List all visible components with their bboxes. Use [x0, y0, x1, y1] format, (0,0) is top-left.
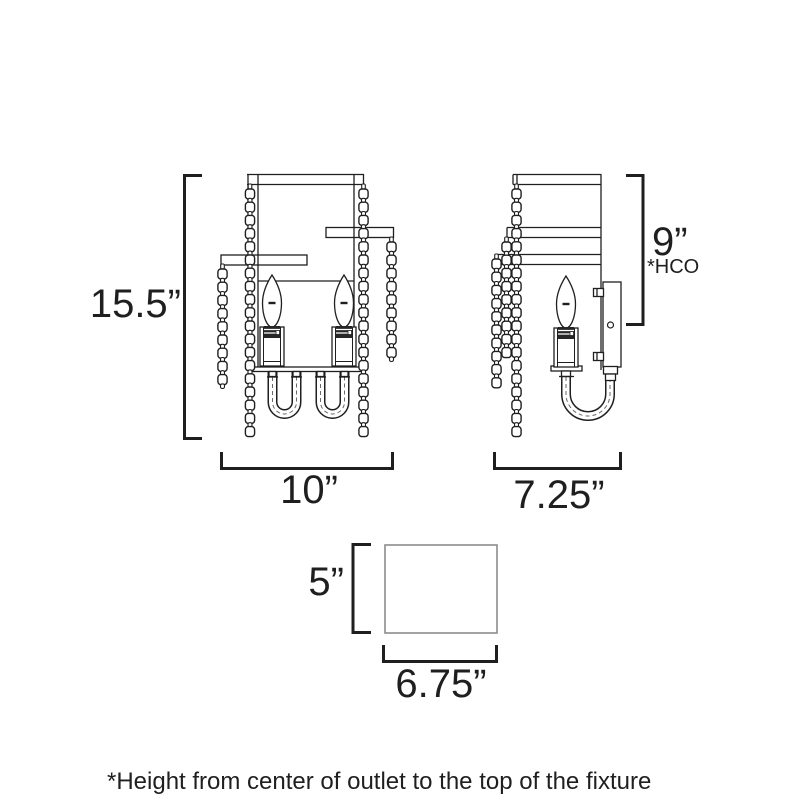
chain-strand	[491, 253, 502, 389]
front-candle-right	[330, 273, 358, 368]
chain-strand	[358, 183, 369, 438]
side-hco-bracket	[626, 174, 645, 326]
chain-strand	[217, 263, 228, 390]
front-arms	[267, 370, 350, 419]
backplate-width-label: 6.75”	[395, 662, 486, 706]
side-top-bar	[512, 173, 602, 186]
front-bottom-bar	[250, 366, 365, 373]
side-view	[491, 173, 622, 438]
side-arm-connector	[560, 370, 572, 378]
front-view	[217, 173, 397, 438]
side-arm-coupler	[602, 365, 619, 375]
front-left-bar	[220, 254, 308, 266]
chain-strand	[511, 183, 522, 438]
front-candle-left	[258, 273, 286, 368]
front-top-bar	[247, 173, 364, 186]
backplate-width-bracket	[382, 645, 498, 663]
chain-strand	[386, 236, 397, 363]
side-bar-1	[506, 226, 601, 239]
backplate-outline	[384, 544, 498, 634]
side-hco-note: *HCO	[647, 256, 699, 278]
side-plate-screws	[592, 287, 615, 362]
side-hco-value: 9”	[652, 220, 688, 264]
front-arm-connectors	[267, 370, 350, 378]
footnote: *Height from center of outlet to the top…	[107, 768, 651, 795]
chain-strand	[244, 183, 256, 438]
backplate-height-label: 5”	[308, 560, 344, 604]
backplate-height-bracket	[351, 543, 371, 634]
side-arm	[561, 377, 615, 421]
front-width-bracket	[220, 452, 394, 470]
front-height-label: 15.5”	[90, 282, 181, 326]
side-depth-bracket	[493, 452, 622, 470]
front-height-bracket	[183, 174, 202, 440]
side-arm-coupler-nut	[604, 373, 617, 382]
side-depth-label: 7.25”	[513, 473, 604, 517]
chain-strand	[501, 236, 512, 359]
front-width-label: 10”	[280, 468, 338, 512]
side-candle	[552, 274, 580, 369]
